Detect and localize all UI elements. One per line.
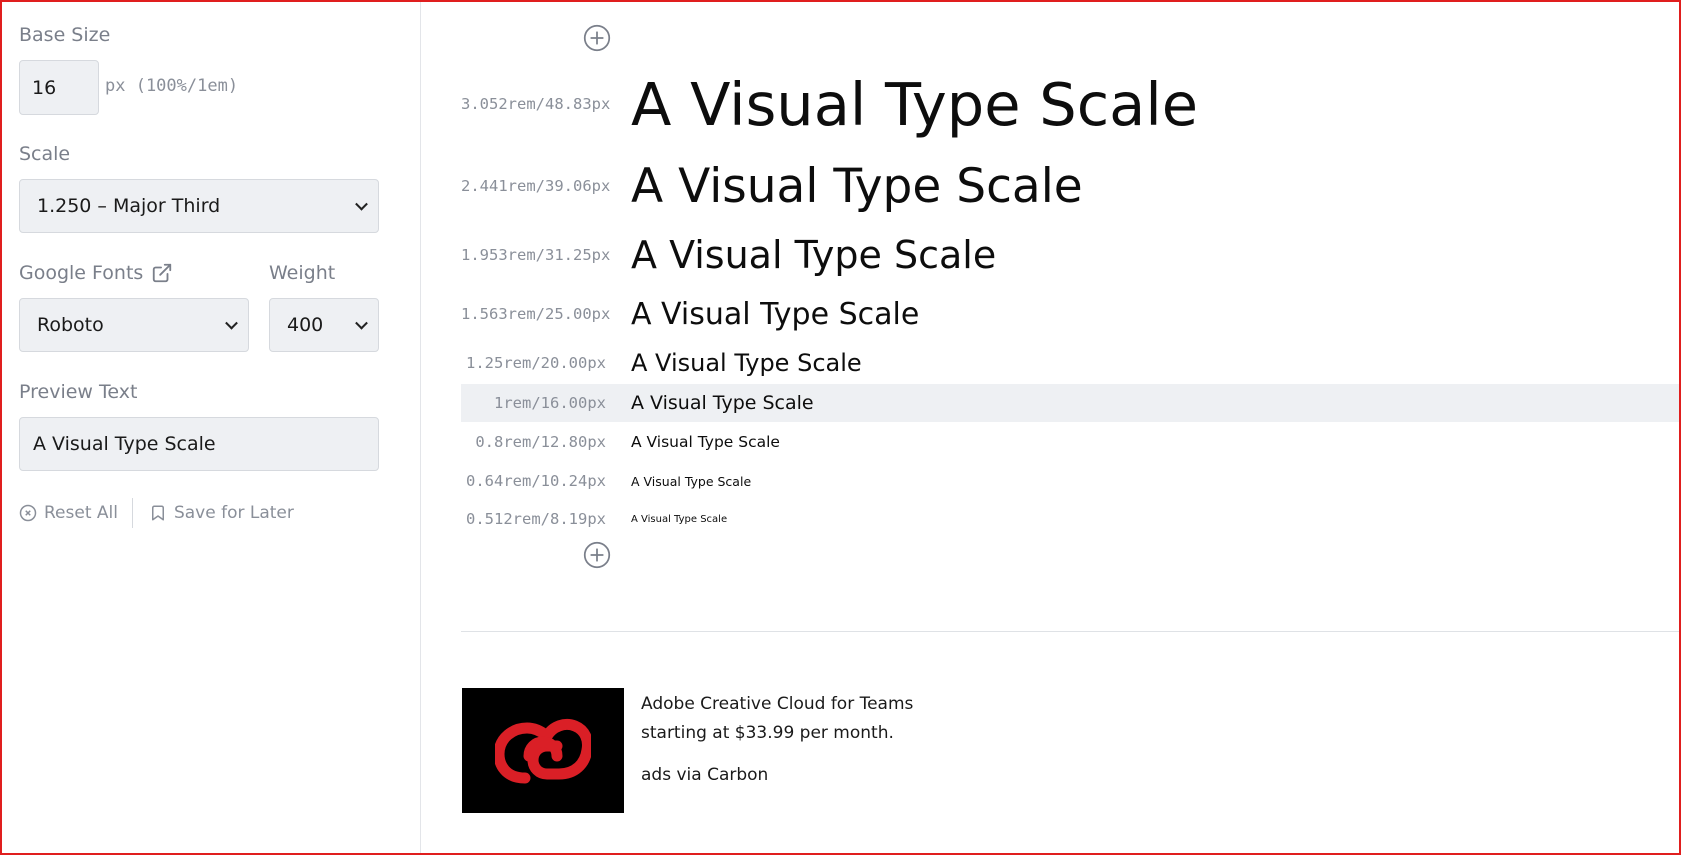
scale-row-size: 1.25rem/20.00px (466, 354, 606, 372)
scale-row: 1.953rem/31.25px A Visual Type Scale (461, 232, 1681, 278)
type-scale-panel: 3.052rem/48.83px A Visual Type Scale 2.4… (421, 0, 1681, 855)
base-size-label: Base Size (19, 24, 111, 46)
base-size-value: 16 (32, 76, 57, 99)
scale-row: 1.563rem/25.00px A Visual Type Scale (461, 295, 1681, 333)
preview-text-label: Preview Text (19, 381, 138, 403)
weight-label: Weight (269, 262, 336, 284)
scale-row-size: 1rem/16.00px (494, 394, 606, 412)
sidebar-actions: Reset All Save for Later (19, 497, 294, 529)
google-fonts-link[interactable]: Google Fonts (19, 262, 173, 284)
action-divider (131, 498, 133, 528)
scale-row: 3.052rem/48.83px A Visual Type Scale (461, 69, 1681, 139)
weight-select[interactable]: 400 (269, 298, 379, 352)
google-fonts-label: Google Fonts (19, 262, 144, 284)
preview-text-input[interactable]: A Visual Type Scale (19, 417, 379, 471)
scale-row: 0.512rem/8.19px A Visual Type Scale (461, 508, 1681, 530)
base-size-unit: px (100%/1em) (105, 76, 239, 96)
scale-row-size: 2.441rem/39.06px (461, 177, 611, 195)
scale-row-size: 0.64rem/10.24px (466, 472, 606, 490)
external-link-icon (153, 263, 172, 283)
chevron-down-icon (355, 316, 368, 330)
scale-row-size: 3.052rem/48.83px (461, 95, 611, 113)
add-step-up-icon[interactable] (583, 24, 611, 52)
bookmark-icon (151, 505, 164, 521)
ad-image[interactable] (462, 688, 624, 813)
scale-row: 1.25rem/20.00px A Visual Type Scale (461, 348, 1681, 378)
scale-label: Scale (19, 143, 71, 165)
scale-row-preview: A Visual Type Scale (631, 233, 997, 277)
section-divider (461, 631, 1681, 632)
save-for-later-label: Save for Later (173, 503, 294, 523)
scale-row: 2.441rem/39.06px A Visual Type Scale (461, 157, 1681, 215)
reset-all-label: Reset All (44, 503, 118, 523)
scale-row-preview: A Visual Type Scale (631, 158, 1083, 214)
scale-row-preview: A Visual Type Scale (631, 349, 862, 377)
ad-line-1: Adobe Creative Cloud for Teams (641, 694, 914, 714)
scale-row-preview: A Visual Type Scale (631, 69, 1199, 139)
scale-row-preview: A Visual Type Scale (631, 513, 728, 525)
scale-row-preview: A Visual Type Scale (631, 392, 814, 414)
base-size-input[interactable]: 16 (19, 60, 99, 115)
save-for-later-button[interactable]: Save for Later (149, 503, 294, 523)
creative-cloud-logo (495, 718, 591, 783)
scale-row-preview: A Visual Type Scale (631, 433, 780, 451)
scale-select-value: 1.250 – Major Third (37, 195, 221, 217)
scale-row-size: 0.512rem/8.19px (466, 510, 606, 528)
scale-row-size: 0.8rem/12.80px (475, 433, 606, 451)
scale-row: 0.64rem/10.24px A Visual Type Scale (461, 470, 1681, 492)
font-select-value: Roboto (37, 314, 104, 336)
weight-select-value: 400 (287, 314, 324, 336)
settings-sidebar: Base Size 16 px (100%/1em) Scale 1.250 –… (0, 0, 421, 855)
preview-text-value: A Visual Type Scale (33, 433, 216, 455)
chevron-down-icon (355, 197, 368, 211)
scale-row: 0.8rem/12.80px A Visual Type Scale (461, 430, 1681, 454)
add-step-down-icon[interactable] (583, 541, 611, 569)
reset-all-button[interactable]: Reset All (19, 503, 118, 523)
ad-line-2: starting at $33.99 per month. (641, 723, 894, 743)
font-select[interactable]: Roboto (19, 298, 249, 352)
scale-row-preview: A Visual Type Scale (631, 296, 920, 332)
ad-copy[interactable]: Adobe Creative Cloud for Teams starting … (641, 690, 913, 748)
close-circle-icon (19, 504, 37, 522)
scale-row-preview: A Visual Type Scale (631, 473, 752, 489)
ads-via-carbon-link[interactable]: ads via Carbon (641, 765, 769, 785)
scale-row-size: 1.953rem/31.25px (461, 246, 611, 264)
scale-row-base: 1rem/16.00px A Visual Type Scale (461, 384, 1681, 422)
scale-row-size: 1.563rem/25.00px (461, 305, 611, 323)
scale-select[interactable]: 1.250 – Major Third (19, 179, 379, 233)
chevron-down-icon (225, 316, 238, 330)
